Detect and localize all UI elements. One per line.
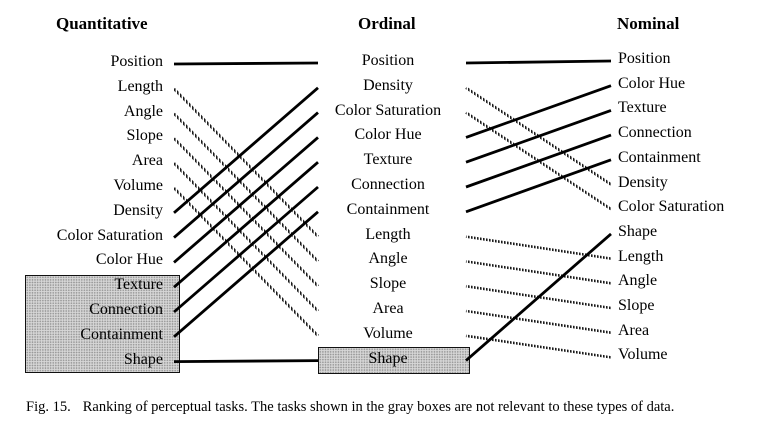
quantitative-item: Color Hue — [95, 251, 163, 269]
link-volume-ordinal-nominal — [465, 334, 612, 359]
quantitative-item: Length — [117, 77, 163, 95]
quantitative-header: Quantitative — [56, 14, 148, 33]
ordinal-header: Ordinal — [358, 14, 416, 33]
link-length-quantitative-ordinal — [173, 87, 319, 238]
nominal-item: Density — [618, 173, 668, 191]
link-texture-quantitative-ordinal — [173, 161, 319, 289]
quantitative-item: Connection — [89, 301, 163, 318]
quantitative-item: Density — [113, 201, 163, 219]
nominal-item: Color Saturation — [618, 198, 725, 216]
nominal-item: Texture — [618, 99, 667, 117]
link-volume-quantitative-ordinal — [173, 187, 319, 337]
link-color-hue-quantitative-ordinal — [173, 136, 319, 264]
caption-text: Ranking of perceptual tasks. The tasks s… — [82, 399, 675, 415]
link-color-saturation-quantitative-ordinal — [173, 111, 319, 239]
figure-number: Fig. 15. — [26, 399, 71, 415]
ordinal-item: Position — [361, 52, 415, 69]
nominal-item: Area — [618, 321, 650, 339]
link-connection-ordinal-nominal — [465, 133, 612, 189]
nominal-header: Nominal — [617, 14, 680, 33]
quantitative-gray-box — [25, 275, 180, 373]
link-length-ordinal-nominal — [465, 235, 612, 260]
link-angle-quantitative-ordinal — [173, 112, 319, 263]
quantitative-item: Area — [131, 152, 163, 170]
ordinal-item: Angle — [368, 250, 408, 268]
ordinal-item: Shape — [368, 349, 408, 367]
link-slope-quantitative-ordinal — [173, 137, 319, 288]
quantitative-item: Color Saturation — [56, 226, 163, 244]
link-containment-ordinal-nominal — [465, 158, 612, 214]
ordinal-item: Length — [365, 225, 411, 243]
ordinal-item: Color Hue — [354, 126, 422, 144]
ordinal-gray-box — [318, 347, 470, 374]
link-angle-ordinal-nominal — [465, 260, 612, 285]
nominal-item: Containment — [618, 148, 701, 166]
ordinal-item: Slope — [369, 275, 407, 293]
ordinal-item: Density — [363, 76, 413, 94]
ordinal-item: Containment — [346, 200, 430, 218]
quantitative-item: Volume — [113, 177, 163, 194]
ordinal-item: Color Saturation — [334, 101, 442, 119]
figure-caption: Fig. 15. Ranking of perceptual tasks. The… — [26, 398, 766, 417]
link-area-quantitative-ordinal — [173, 162, 319, 312]
quantitative-item: Containment — [80, 325, 163, 343]
ordinal-item: Connection — [351, 176, 425, 193]
quantitative-item: Shape — [123, 350, 163, 368]
nominal-item: Shape — [618, 222, 658, 240]
quantitative-item: Position — [110, 53, 163, 70]
nominal-item: Angle — [618, 272, 658, 290]
nominal-item: Color Hue — [618, 74, 686, 92]
nominal-item: Connection — [618, 124, 692, 142]
link-shape-quantitative-ordinal — [173, 359, 319, 363]
link-position-ordinal-nominal — [465, 59, 612, 65]
nominal-item: Volume — [618, 346, 668, 364]
ordinal-item: Texture — [363, 151, 413, 169]
link-connection-quantitative-ordinal — [173, 185, 319, 314]
link-density-quantitative-ordinal — [173, 86, 319, 214]
link-containment-quantitative-ordinal — [173, 210, 319, 338]
link-position-quantitative-ordinal — [173, 61, 319, 66]
nominal-item: Length — [618, 247, 664, 265]
quantitative-item: Angle — [123, 102, 163, 120]
quantitative-item: Texture — [114, 276, 163, 294]
link-texture-ordinal-nominal — [465, 109, 612, 164]
link-area-ordinal-nominal — [465, 309, 612, 334]
quantitative-item: Slope — [126, 127, 163, 145]
nominal-item: Slope — [618, 297, 655, 314]
ordinal-item: Volume — [363, 324, 413, 342]
link-shape-ordinal-nominal — [465, 232, 612, 362]
link-color-hue-ordinal-nominal — [465, 84, 612, 139]
nominal-item: Position — [618, 50, 671, 67]
ordinal-item: Area — [372, 300, 404, 317]
